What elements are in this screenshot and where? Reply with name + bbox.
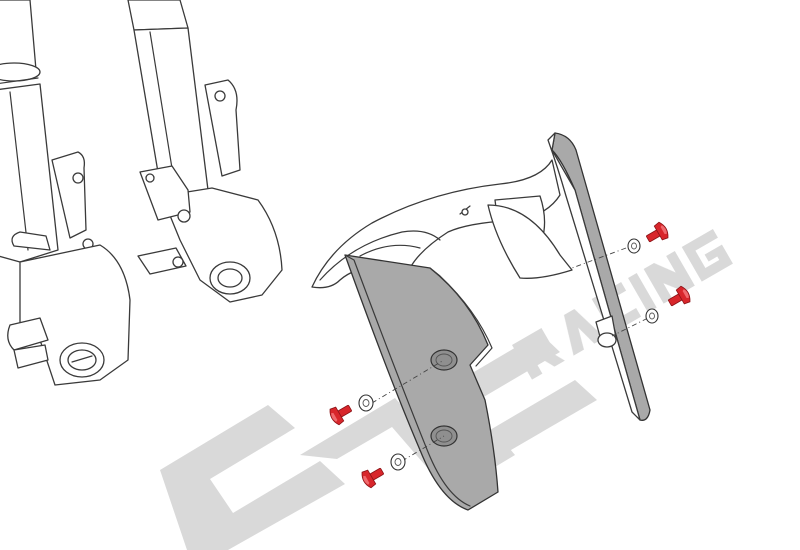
rear-panel-icon [547, 132, 651, 421]
screw-icon [646, 221, 669, 243]
washer-icon [645, 308, 659, 324]
screw-icon [361, 467, 384, 489]
washer-icon [358, 394, 374, 412]
washer-icon [390, 453, 406, 471]
right-fork-leg-icon [127, 0, 283, 303]
washer-icon [627, 238, 641, 254]
left-fork-leg-icon [0, 0, 131, 386]
screw-icon [668, 285, 691, 307]
screw-icon [329, 404, 352, 426]
